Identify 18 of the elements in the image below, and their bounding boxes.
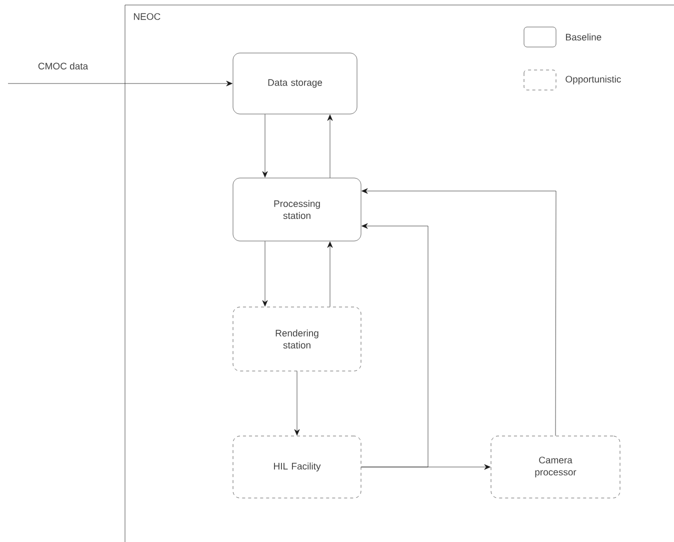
arrow [361, 223, 428, 468]
edge-label: CMOC data [36, 62, 90, 70]
arrow [262, 241, 268, 306]
process-box: Data storage [232, 52, 358, 114]
arrow [262, 114, 268, 178]
process-box: Camera processor [490, 436, 620, 498]
process-box: Processing station [232, 178, 362, 242]
container-box [124, 4, 674, 542]
arrow [294, 371, 300, 436]
process-box: Rendering station [232, 306, 362, 372]
legend-label: Opportunistic [566, 76, 621, 84]
arrow [327, 114, 333, 178]
arrow [327, 242, 333, 307]
legend-label: Baseline [566, 34, 602, 40]
arrow [362, 188, 556, 436]
container-title: NEOC [134, 13, 160, 20]
process-box: HIL Facility [232, 436, 362, 498]
arrow [8, 80, 232, 86]
